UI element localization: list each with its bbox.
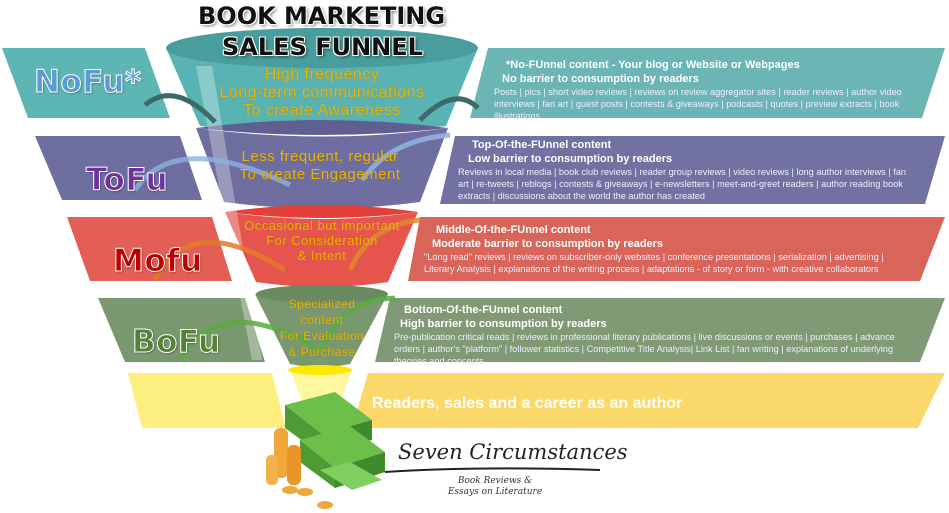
funnel-rim <box>166 28 478 68</box>
bofu-left-band <box>98 298 265 362</box>
stage-barrier: Low barrier to consumption by readers <box>468 153 673 165</box>
stage-content: Reviews in local media | book club revie… <box>458 167 907 201</box>
stage-barrier: High barrier to consumption by readers <box>400 318 607 330</box>
funnel-highlight <box>196 66 262 360</box>
funnel-line: Less frequent, regular <box>241 148 399 165</box>
logo-tagline: Book Reviews & Essays on Literature <box>440 476 550 498</box>
funnel-spout-rim <box>288 365 352 375</box>
funnel-line: For Consideration <box>266 233 378 248</box>
funnel-text-bofu: Specialized content For Evaluation & Pur… <box>262 296 382 360</box>
funnel-section-mofu <box>225 212 418 287</box>
stage-label-bofu: BoFu <box>132 324 221 361</box>
stage-label-tofu: ToFu <box>85 162 169 199</box>
logo-tagline-line: Book Reviews & <box>457 476 533 486</box>
funnel-line: To create Engagement <box>239 166 401 183</box>
mofu-right-band <box>408 217 945 281</box>
mofu-left-band <box>67 217 232 281</box>
outcome-right-band <box>352 373 945 428</box>
description-tofu: Top-Of-the-FUnnel content Low barrier to… <box>454 138 919 202</box>
funnel-text-nofu: High frequency Long-term communications … <box>172 66 472 120</box>
nofu-left-band <box>2 48 170 118</box>
stage-content: Posts | pics | short video reviews | rev… <box>494 87 902 121</box>
funnel-text-mofu: Occasional but important For Considerati… <box>222 218 422 263</box>
funnel-text-tofu: Less frequent, regular To create Engagem… <box>200 148 440 184</box>
title-line-1: BOOK MARKETING <box>198 2 446 30</box>
outcome-text: Readers, sales and a career as an author <box>372 395 683 412</box>
description-bofu: Bottom-Of-the-FUnnel content High barrie… <box>394 303 919 367</box>
stage-barrier: No barrier to consumption by readers <box>502 73 699 85</box>
stage-barrier: Moderate barrier to consumption by reade… <box>432 238 664 250</box>
funnel-section-bofu <box>255 294 388 367</box>
description-mofu: Middle-Of-the-FUnnel content Moderate ba… <box>424 223 884 275</box>
description-nofu: *No-FUnnel content - Your blog or Websit… <box>494 58 924 122</box>
money-pile-icon <box>266 392 385 509</box>
funnel-section-nofu <box>166 48 478 133</box>
funnel-line: To create Awareness <box>243 102 401 119</box>
stage-label-nofu: NoFu* <box>34 64 142 101</box>
logo-name: Seven Circumstances <box>398 440 628 464</box>
funnel-line: Long-term communications <box>219 84 425 101</box>
stage-heading: Bottom-Of-the-FUnnel content <box>404 304 563 316</box>
funnel-line: & Purchase <box>288 345 356 359</box>
title-line-2: SALES FUNNEL <box>222 33 423 61</box>
funnel-line: & Intent <box>297 248 347 263</box>
tofu-right-band <box>440 136 945 204</box>
funnel-rim-tofu <box>196 120 448 135</box>
stage-content: "Long read" reviews | reviews on subscri… <box>424 252 884 274</box>
stage-content: Pre-publication critical reads | reviews… <box>394 332 895 366</box>
funnel-line: content <box>300 313 344 327</box>
funnel-section-tofu <box>196 128 448 209</box>
outcome-left-band <box>128 373 286 428</box>
logo-underline <box>384 467 601 473</box>
bofu-right-band <box>375 298 945 362</box>
tofu-left-band <box>35 136 202 200</box>
funnel-line: Occasional but important <box>244 218 400 233</box>
funnel-rim-bofu <box>256 285 388 303</box>
stage-label-mofu: Mofu <box>113 243 203 280</box>
funnel-line: High frequency <box>264 66 380 83</box>
funnel-line: Specialized <box>288 297 356 311</box>
stage-heading: Middle-Of-the-FUnnel content <box>436 224 591 236</box>
funnel-rim-mofu <box>225 205 418 218</box>
nofu-right-band <box>470 48 945 118</box>
funnel-line: For Evaluation <box>279 329 365 343</box>
stage-heading: Top-Of-the-FUnnel content <box>472 139 612 151</box>
stage-heading: *No-FUnnel content - Your blog or Websit… <box>506 59 800 71</box>
logo-tagline-line: Essays on Literature <box>447 487 543 497</box>
arrow-icon <box>132 93 480 362</box>
